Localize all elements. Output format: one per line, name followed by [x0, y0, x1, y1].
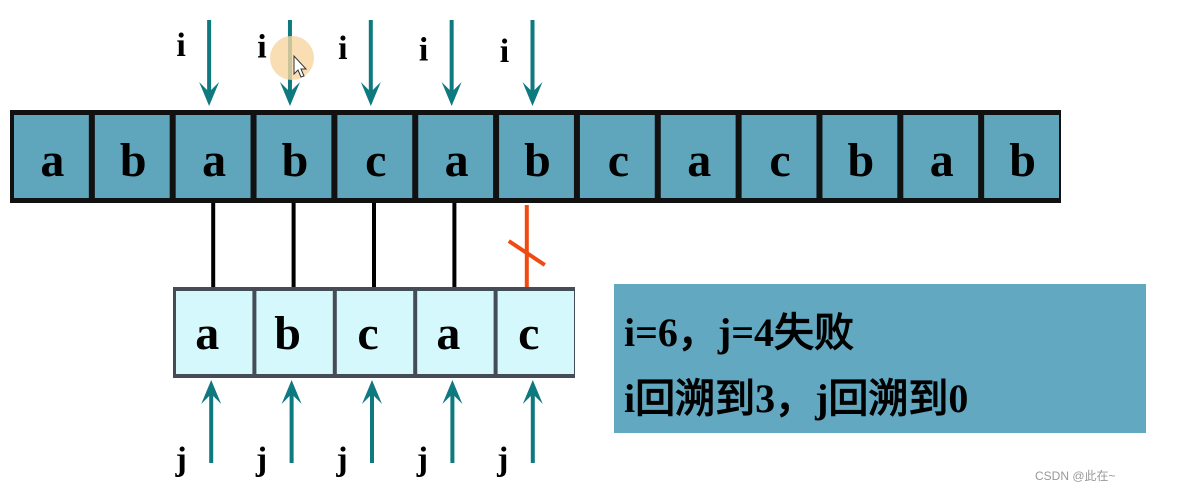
- main-cell-char: a: [930, 134, 954, 187]
- main-cell-char: a: [40, 134, 64, 187]
- j-arrow-head: [201, 380, 222, 404]
- main-cell: [337, 115, 413, 198]
- main-cell: [984, 115, 1059, 198]
- main-cell: [741, 115, 817, 198]
- i-arrow-head: [199, 82, 220, 106]
- i-pointer-label: i: [257, 29, 266, 66]
- info-line-1: i=6，j=4失败: [624, 310, 855, 355]
- pattern-cell: [176, 291, 253, 374]
- info-line-2: i回溯到3，j回溯到0: [624, 376, 969, 421]
- main-cell-char: b: [1009, 134, 1036, 187]
- i-pointer-label: i: [419, 32, 428, 69]
- main-cell: [499, 115, 574, 198]
- watermark: CSDN @此在~: [1035, 469, 1116, 483]
- pattern-cell-char: a: [195, 307, 219, 360]
- pattern-cell: [497, 291, 574, 374]
- main-cell: [660, 115, 736, 198]
- main-cell-char: b: [120, 134, 147, 187]
- main-cell: [94, 115, 170, 198]
- main-cell-char: c: [769, 134, 790, 187]
- pattern-cell-char: c: [518, 307, 539, 360]
- main-cell-char: b: [848, 134, 875, 187]
- main-cell: [822, 115, 898, 198]
- main-cell-char: a: [687, 134, 711, 187]
- main-cell-char: a: [202, 134, 226, 187]
- main-cell-char: c: [365, 134, 386, 187]
- j-pointer-label: j: [335, 441, 347, 478]
- main-cell-char: c: [608, 134, 629, 187]
- pattern-cell-char: b: [274, 307, 301, 360]
- main-cell-char: b: [282, 134, 309, 187]
- i-pointer-label: i: [500, 33, 509, 70]
- pattern-cell: [417, 291, 494, 374]
- pattern-cell: [336, 291, 414, 374]
- j-pointer-label: j: [255, 441, 267, 478]
- j-arrow-head: [522, 380, 543, 404]
- main-cell: [418, 115, 494, 198]
- mouse-cursor-icon: [293, 54, 308, 78]
- i-arrow-head: [441, 82, 462, 106]
- pattern-cell: [256, 291, 333, 374]
- j-pointer-label: j: [496, 441, 508, 478]
- mismatch-cross: [507, 239, 546, 267]
- info-box: i=6，j=4失败 i回溯到3，j回溯到0: [614, 284, 1146, 433]
- main-cell-char: b: [524, 134, 551, 187]
- j-pointer-label: j: [175, 441, 187, 478]
- i-pointer-label: i: [176, 27, 185, 64]
- main-cell: [579, 115, 655, 198]
- i-pointer-label: i: [338, 30, 347, 67]
- j-arrow-head: [362, 380, 382, 404]
- i-arrow-head: [522, 82, 543, 106]
- pattern-cell-char: c: [357, 307, 378, 360]
- main-cell: [14, 115, 89, 198]
- main-cell: [903, 115, 979, 198]
- i-arrow-head: [360, 82, 381, 106]
- main-cell: [175, 115, 251, 198]
- j-pointer-label: j: [416, 441, 428, 478]
- j-arrow-head: [442, 380, 463, 404]
- j-arrow-head: [281, 380, 302, 404]
- main-cell: [256, 115, 332, 198]
- main-cell-char: a: [445, 134, 469, 187]
- pattern-cell-char: a: [436, 307, 460, 360]
- i-arrow-head: [279, 82, 300, 106]
- cursor-highlight: [270, 36, 314, 80]
